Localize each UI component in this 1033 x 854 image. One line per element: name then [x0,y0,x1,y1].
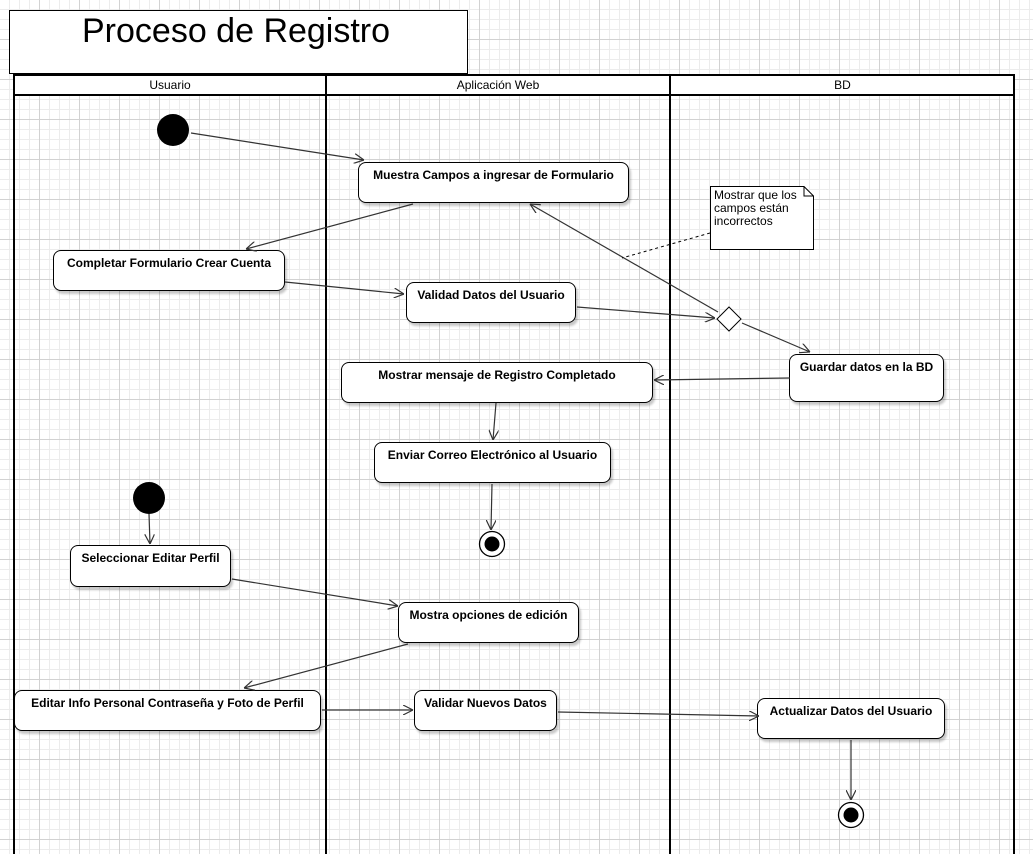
note-text: Mostrar que los campos están incorrectos [714,188,797,228]
edge [244,643,409,688]
diagram-title: Proceso de Registro [9,10,468,74]
decision-node[interactable] [716,306,742,332]
edge [246,203,414,249]
edge [190,132,364,160]
lane-divider [325,74,327,854]
action-editar-info[interactable]: Editar Info Personal Contraseña y Foto d… [14,690,321,731]
lane-divider [13,74,15,854]
action-mostra-opciones[interactable]: Mostra opciones de edición [398,602,579,643]
action-enviar-correo[interactable]: Enviar Correo Electrónico al Usuario [374,442,611,483]
final-node[interactable] [478,530,506,558]
initial-node[interactable] [157,114,189,146]
lane-header-aplicacion-web: Aplicación Web [326,74,670,96]
edge [491,483,492,530]
edge [557,712,759,716]
edge [149,513,150,544]
action-guardar-datos[interactable]: Guardar datos en la BD [789,354,944,402]
edge [741,322,810,352]
action-actualizar-datos[interactable]: Actualizar Datos del Usuario [757,698,945,739]
note[interactable]: Mostrar que los campos están incorrectos [710,186,814,250]
edge [654,378,791,380]
note-shape [710,186,814,250]
edge [284,281,404,294]
lane-divider [1013,74,1015,854]
action-muestra-campos[interactable]: Muestra Campos a ingresar de Formulario [358,162,629,203]
lane-header-usuario: Usuario [14,74,326,96]
edge [231,578,398,606]
edge [493,402,496,440]
note-link [621,232,711,259]
lane-divider [669,74,671,854]
initial-node[interactable] [133,482,165,514]
edge [576,306,715,318]
final-node[interactable] [837,801,865,829]
lane-header-bd: BD [670,74,1015,96]
action-validar-nuevos[interactable]: Validar Nuevos Datos [414,690,557,731]
action-seleccionar-editar[interactable]: Seleccionar Editar Perfil [70,545,231,587]
edge [530,204,719,313]
action-completar-formulario[interactable]: Completar Formulario Crear Cuenta [53,250,285,291]
action-validad-datos[interactable]: Validad Datos del Usuario [406,282,576,323]
action-mostrar-mensaje[interactable]: Mostrar mensaje de Registro Completado [341,362,653,403]
